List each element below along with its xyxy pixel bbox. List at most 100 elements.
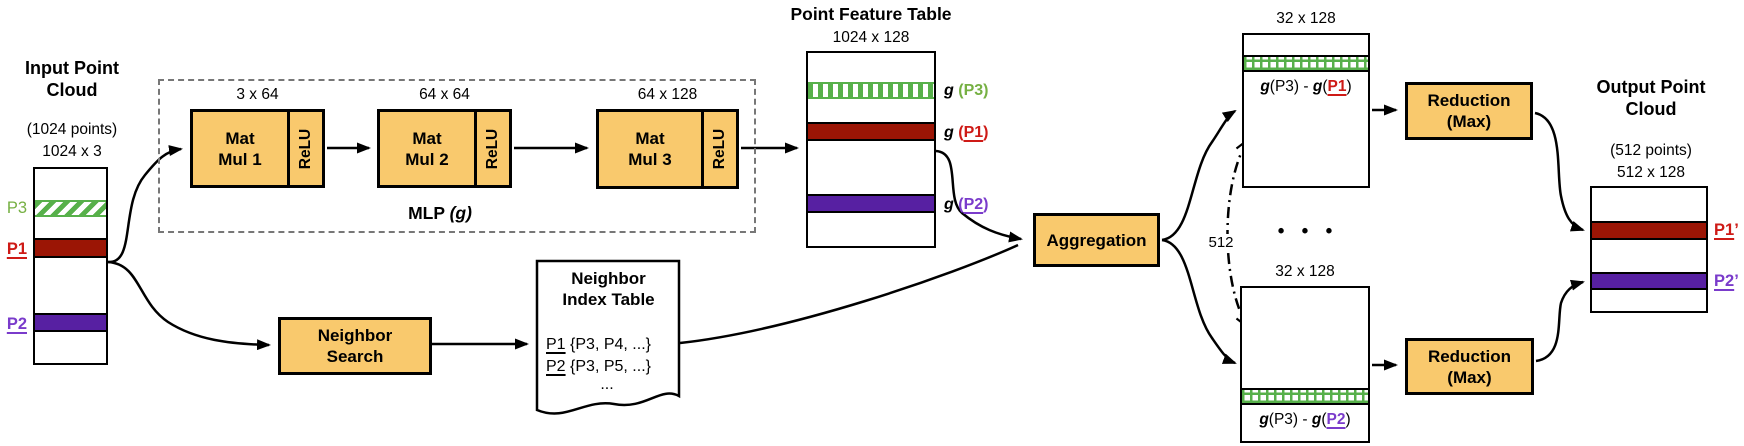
- ellipsis-dots: • • •: [1277, 221, 1339, 242]
- point-p2: P2: [963, 196, 984, 213]
- neighbor-index-row-2: P2 {P3, P5, ...}: [546, 356, 651, 377]
- neighbor-index-row-1: P1 {P3, P4, ...}: [546, 334, 651, 355]
- matmul2-line1: Mat: [412, 128, 442, 148]
- neighbor-search-line1: Neighbor: [317, 326, 393, 345]
- output-row-p2: [1592, 272, 1706, 290]
- minus: -: [1299, 78, 1313, 95]
- line-index-table-to-aggregation: [679, 243, 1019, 345]
- reduction-top-box: Reduction(Max): [1405, 82, 1533, 140]
- matmul3-line1: Mat: [635, 129, 665, 148]
- relu1-label: ReLU: [297, 128, 315, 169]
- row-point: P1: [546, 336, 566, 353]
- paren: (: [958, 196, 964, 213]
- reduction-bottom-line1: Reduction: [1427, 346, 1512, 366]
- g-symbol: g: [944, 82, 954, 99]
- point-p2: P2: [1326, 411, 1346, 428]
- feature-table-dims: 1024 x 128: [832, 29, 910, 46]
- g-symbol: g: [944, 196, 954, 213]
- output-cloud-table: [1590, 186, 1708, 313]
- matmul3-dims: 64 x 128: [637, 86, 698, 103]
- dashed-arrow-512: [1226, 141, 1248, 326]
- input-row-p3: [35, 200, 106, 217]
- g-symbol: g: [1312, 78, 1323, 95]
- paren: ): [983, 196, 989, 213]
- g-symbol: g: [1259, 411, 1269, 428]
- paren: (: [1322, 78, 1328, 95]
- feature-label-g-p1: g (P1): [944, 123, 988, 143]
- arrow-input-to-neighbor-search: [107, 260, 271, 351]
- minus: -: [1298, 411, 1312, 428]
- output-label-p2: P2’: [1714, 272, 1739, 291]
- paren: (: [958, 124, 964, 141]
- paren: ): [983, 124, 989, 141]
- diff-bottom-label: g(P3) - g(P2): [1242, 411, 1368, 429]
- diff-bottom-dims: 32 x 128: [1275, 263, 1335, 280]
- input-cloud-title-line1: Input Point: [25, 58, 119, 78]
- input-cloud-table: [33, 167, 108, 365]
- paren: ): [1345, 411, 1351, 428]
- matmul2-line2: Mul 2: [405, 149, 449, 169]
- matmul1-dims: 3 x 64: [236, 86, 279, 103]
- feature-label-g-p2: g (P2): [944, 195, 988, 215]
- input-row-p1: [35, 238, 106, 258]
- relu1-cell: ReLU: [287, 112, 322, 185]
- g-symbol: g: [1260, 78, 1270, 95]
- diff-top-row-pattern: [1244, 55, 1368, 72]
- output-label-p1: P1’: [1714, 221, 1739, 240]
- input-label-p2: P2: [6, 315, 27, 333]
- input-label-p3: P3: [6, 199, 27, 217]
- aggregation-box: Aggregation: [1033, 213, 1160, 267]
- reduction-top-line1: Reduction: [1427, 91, 1511, 110]
- input-row-p2: [35, 313, 106, 332]
- matmul2-dims: 64 x 64: [419, 86, 470, 103]
- neighbor-index-title-line1: Neighbor: [571, 269, 646, 288]
- mlp-label: MLP (g): [340, 203, 540, 224]
- arrow-feature-table-to-aggregation: [935, 149, 1023, 243]
- input-cloud-title-line2: Cloud: [46, 80, 98, 100]
- paren: ): [983, 82, 989, 99]
- feature-table-title: Point Feature Table: [790, 4, 952, 24]
- paren: (: [958, 82, 964, 99]
- output-cloud-title-line1: Output Point: [1596, 77, 1706, 97]
- relu3-label: ReLU: [711, 128, 729, 170]
- diff-top-table: g(P3) - g(P1): [1242, 33, 1370, 188]
- output-row-p1: [1592, 221, 1706, 240]
- reduction-bottom-line2: (Max): [1447, 367, 1492, 387]
- arrow-reduction-to-output-p1: [1534, 111, 1585, 232]
- point-p3: P3: [963, 82, 984, 99]
- mlp-label-text: MLP: [408, 203, 445, 223]
- matmul1-line2: Mul 1: [218, 149, 262, 169]
- feature-row-p1: [808, 122, 934, 141]
- mlp-dashed-container: [158, 79, 756, 233]
- point-p2: P2: [1714, 272, 1735, 290]
- g-symbol: g: [1311, 411, 1322, 428]
- count-512-label: 512: [1196, 234, 1246, 251]
- neighbor-index-title-line2: Index Table: [562, 290, 655, 309]
- point-p1: P1: [1327, 78, 1347, 95]
- g-symbol: g: [944, 124, 954, 141]
- relu2-label: ReLU: [484, 128, 502, 169]
- arrow-reduction-to-output-p2: [1535, 279, 1585, 363]
- input-label-p1: P1: [6, 240, 27, 258]
- neighbor-index-title: Neighbor Index Table: [537, 268, 680, 310]
- neighbor-index-more: ...: [600, 376, 614, 393]
- diff-bottom-table: g(P3) - g(P2): [1240, 286, 1370, 443]
- neighbor-index-document-shape: [535, 259, 681, 415]
- input-cloud-title: Input Point Cloud: [0, 57, 144, 101]
- point-p1: P1: [963, 124, 984, 141]
- prime-mark: ’: [1734, 272, 1739, 290]
- feature-row-p3: [808, 82, 934, 99]
- arrow-aggregation-to-bottom-table: [1161, 238, 1237, 365]
- input-cloud-points: (1024 points): [26, 121, 118, 138]
- output-cloud-title-line2: Cloud: [1625, 99, 1677, 119]
- prime-mark: ’: [1734, 221, 1739, 239]
- output-cloud-points: (512 points): [1610, 142, 1692, 159]
